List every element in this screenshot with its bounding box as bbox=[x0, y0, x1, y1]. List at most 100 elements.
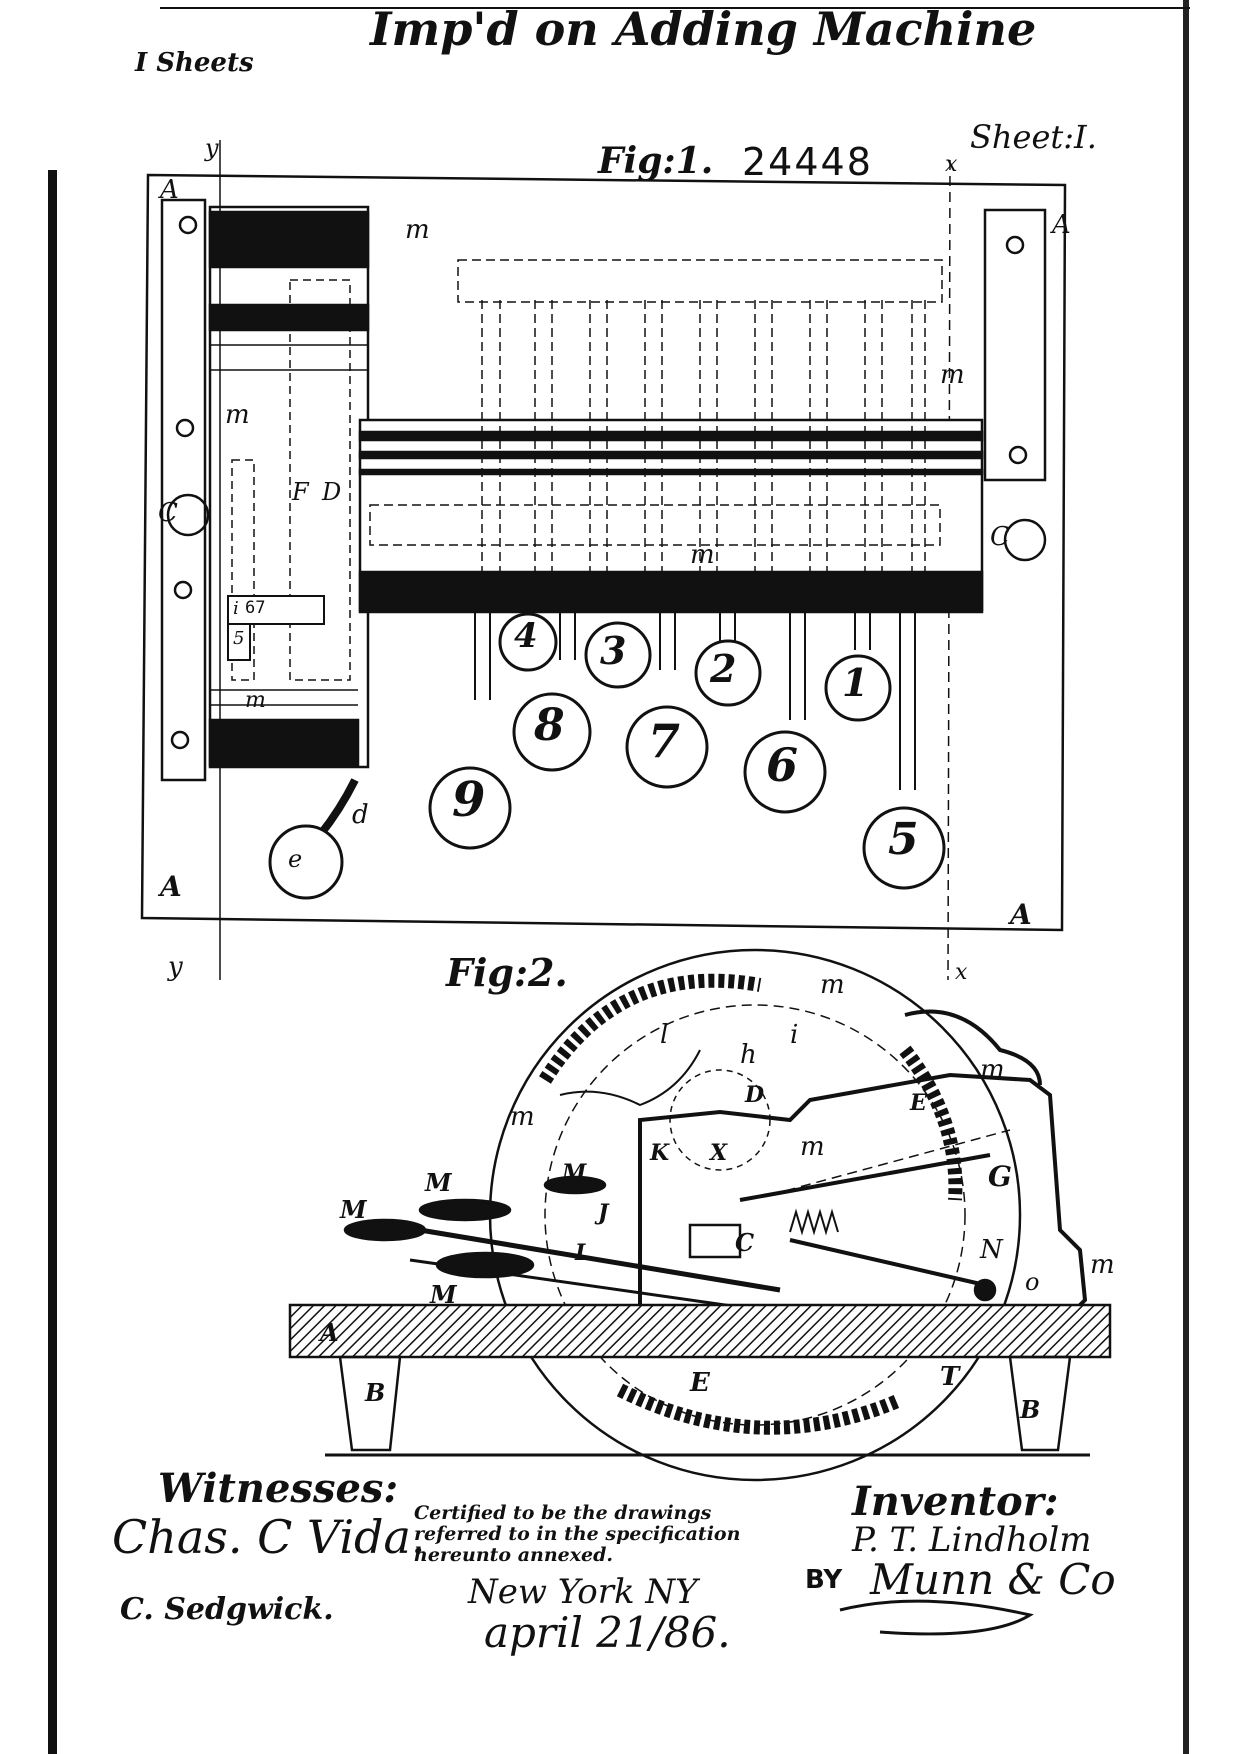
ref-letter: m bbox=[510, 1102, 535, 1132]
ref-letter: C bbox=[990, 522, 1010, 552]
key-label-4: 4 bbox=[514, 616, 538, 656]
key-label-1: 1 bbox=[842, 660, 869, 705]
ref-letter: y bbox=[205, 134, 219, 162]
broken-section bbox=[559, 1049, 701, 1107]
witness-1-signature: Chas. C Vida. bbox=[112, 1510, 426, 1564]
ref-letter: M bbox=[562, 1160, 587, 1186]
gear-arc-right bbox=[899, 1045, 963, 1201]
ref-letter: i bbox=[233, 598, 239, 619]
screw bbox=[178, 215, 198, 235]
ref-letter: F bbox=[292, 478, 309, 506]
keys bbox=[428, 612, 946, 890]
patent-number: 24448 bbox=[742, 140, 873, 184]
key-3 bbox=[584, 621, 652, 689]
lever-d bbox=[316, 778, 359, 838]
carriage-bottom-bar bbox=[358, 570, 984, 614]
drum-wheel bbox=[488, 948, 1022, 1482]
spring bbox=[789, 1208, 839, 1236]
ref-letter: l bbox=[660, 1020, 669, 1050]
ref-letter: m bbox=[1090, 1250, 1115, 1280]
pivot-o bbox=[973, 1278, 997, 1302]
leg-right bbox=[1008, 1355, 1072, 1452]
ref-letter: E bbox=[910, 1090, 927, 1116]
arm-L bbox=[739, 1153, 991, 1202]
dashed-slot bbox=[369, 504, 941, 546]
sheet-title: Imp'd on Adding Machine bbox=[370, 2, 1037, 56]
certification-note: Certified to be the drawings referred to… bbox=[414, 1502, 741, 1566]
sheet-number-label: Sheet:I. bbox=[970, 118, 1097, 156]
key-label-9: 9 bbox=[452, 772, 486, 828]
screw-c-left bbox=[166, 493, 210, 537]
ref-letter: m bbox=[405, 215, 430, 245]
witness-2-signature: C. Sedgwick. bbox=[120, 1592, 334, 1627]
by-label: BY bbox=[805, 1565, 843, 1595]
base-plate bbox=[140, 173, 1067, 932]
screw bbox=[1005, 235, 1025, 255]
key-label-7: 7 bbox=[648, 714, 681, 768]
key-label-8: 8 bbox=[534, 700, 565, 751]
ref-letter: T bbox=[940, 1362, 960, 1392]
dashed-rack bbox=[457, 259, 943, 303]
key-2 bbox=[694, 639, 762, 707]
key-cap bbox=[435, 1251, 535, 1279]
ref-letter: e bbox=[288, 845, 303, 873]
drum-band bbox=[208, 718, 360, 767]
drum-band bbox=[208, 210, 370, 269]
sheet-count-note: I Sheets bbox=[135, 48, 254, 78]
ref-letter: J bbox=[598, 1200, 609, 1226]
ref-letter: x bbox=[945, 152, 958, 177]
ref-letter: m bbox=[690, 540, 715, 570]
dashed-box bbox=[289, 279, 351, 681]
certification-date: april 21/86. bbox=[484, 1608, 731, 1657]
ref-letter: A bbox=[1052, 210, 1071, 240]
key-cap bbox=[543, 1175, 607, 1195]
right-edge-shadow bbox=[1183, 0, 1189, 1754]
key-lever bbox=[419, 1227, 781, 1293]
screw bbox=[173, 580, 193, 600]
ref-letter: i bbox=[790, 1020, 799, 1050]
ref-letter: o bbox=[1025, 1268, 1040, 1296]
ref-letter: A bbox=[160, 870, 182, 903]
ref-letter: M bbox=[425, 1168, 452, 1197]
carriage-rod bbox=[358, 430, 984, 442]
ref-letter: C bbox=[158, 498, 178, 528]
ref-letter: m bbox=[225, 400, 250, 430]
witnesses-label: Witnesses: bbox=[158, 1465, 399, 1512]
key-7 bbox=[625, 705, 709, 789]
ref-letter: m bbox=[260, 240, 285, 270]
left-drum bbox=[208, 205, 370, 769]
ref-letter: B bbox=[365, 1378, 386, 1407]
arm-dashed bbox=[769, 1129, 1011, 1196]
fig2-label: Fig:2. bbox=[446, 950, 568, 995]
figure-2 bbox=[288, 948, 1112, 1482]
ref-letter: m bbox=[245, 688, 266, 713]
leg-left bbox=[338, 1355, 402, 1452]
gear-arc-bottom bbox=[616, 1383, 903, 1435]
key-label-6: 6 bbox=[766, 738, 799, 792]
arm-N bbox=[789, 1238, 986, 1287]
key-cap bbox=[418, 1198, 512, 1222]
knob-e bbox=[268, 824, 344, 900]
left-edge-shadow bbox=[48, 170, 57, 1754]
screw-c-right bbox=[1003, 518, 1047, 562]
inventor-signature: P. T. Lindholm bbox=[852, 1520, 1092, 1560]
key-6 bbox=[743, 730, 827, 814]
ref-letter: m bbox=[800, 1132, 825, 1162]
ref-letter: K bbox=[650, 1140, 670, 1166]
inventor-label: Inventor: bbox=[852, 1478, 1059, 1525]
key-5 bbox=[862, 806, 946, 890]
carriage-rod bbox=[358, 468, 984, 476]
certification-place: New York NY bbox=[468, 1572, 698, 1612]
drum-band bbox=[208, 303, 370, 332]
ref-letter: X bbox=[710, 1140, 728, 1166]
key-label-3: 3 bbox=[600, 628, 627, 673]
ref-letter: M bbox=[340, 1195, 367, 1224]
ref-letter: M bbox=[430, 1280, 457, 1309]
key-9 bbox=[428, 766, 512, 850]
dashed-bars bbox=[481, 300, 926, 575]
gear-arc-top bbox=[539, 973, 762, 1084]
counter-window-value: 67 bbox=[245, 598, 266, 618]
ref-letter: m bbox=[940, 360, 965, 390]
block-C bbox=[688, 1223, 742, 1259]
